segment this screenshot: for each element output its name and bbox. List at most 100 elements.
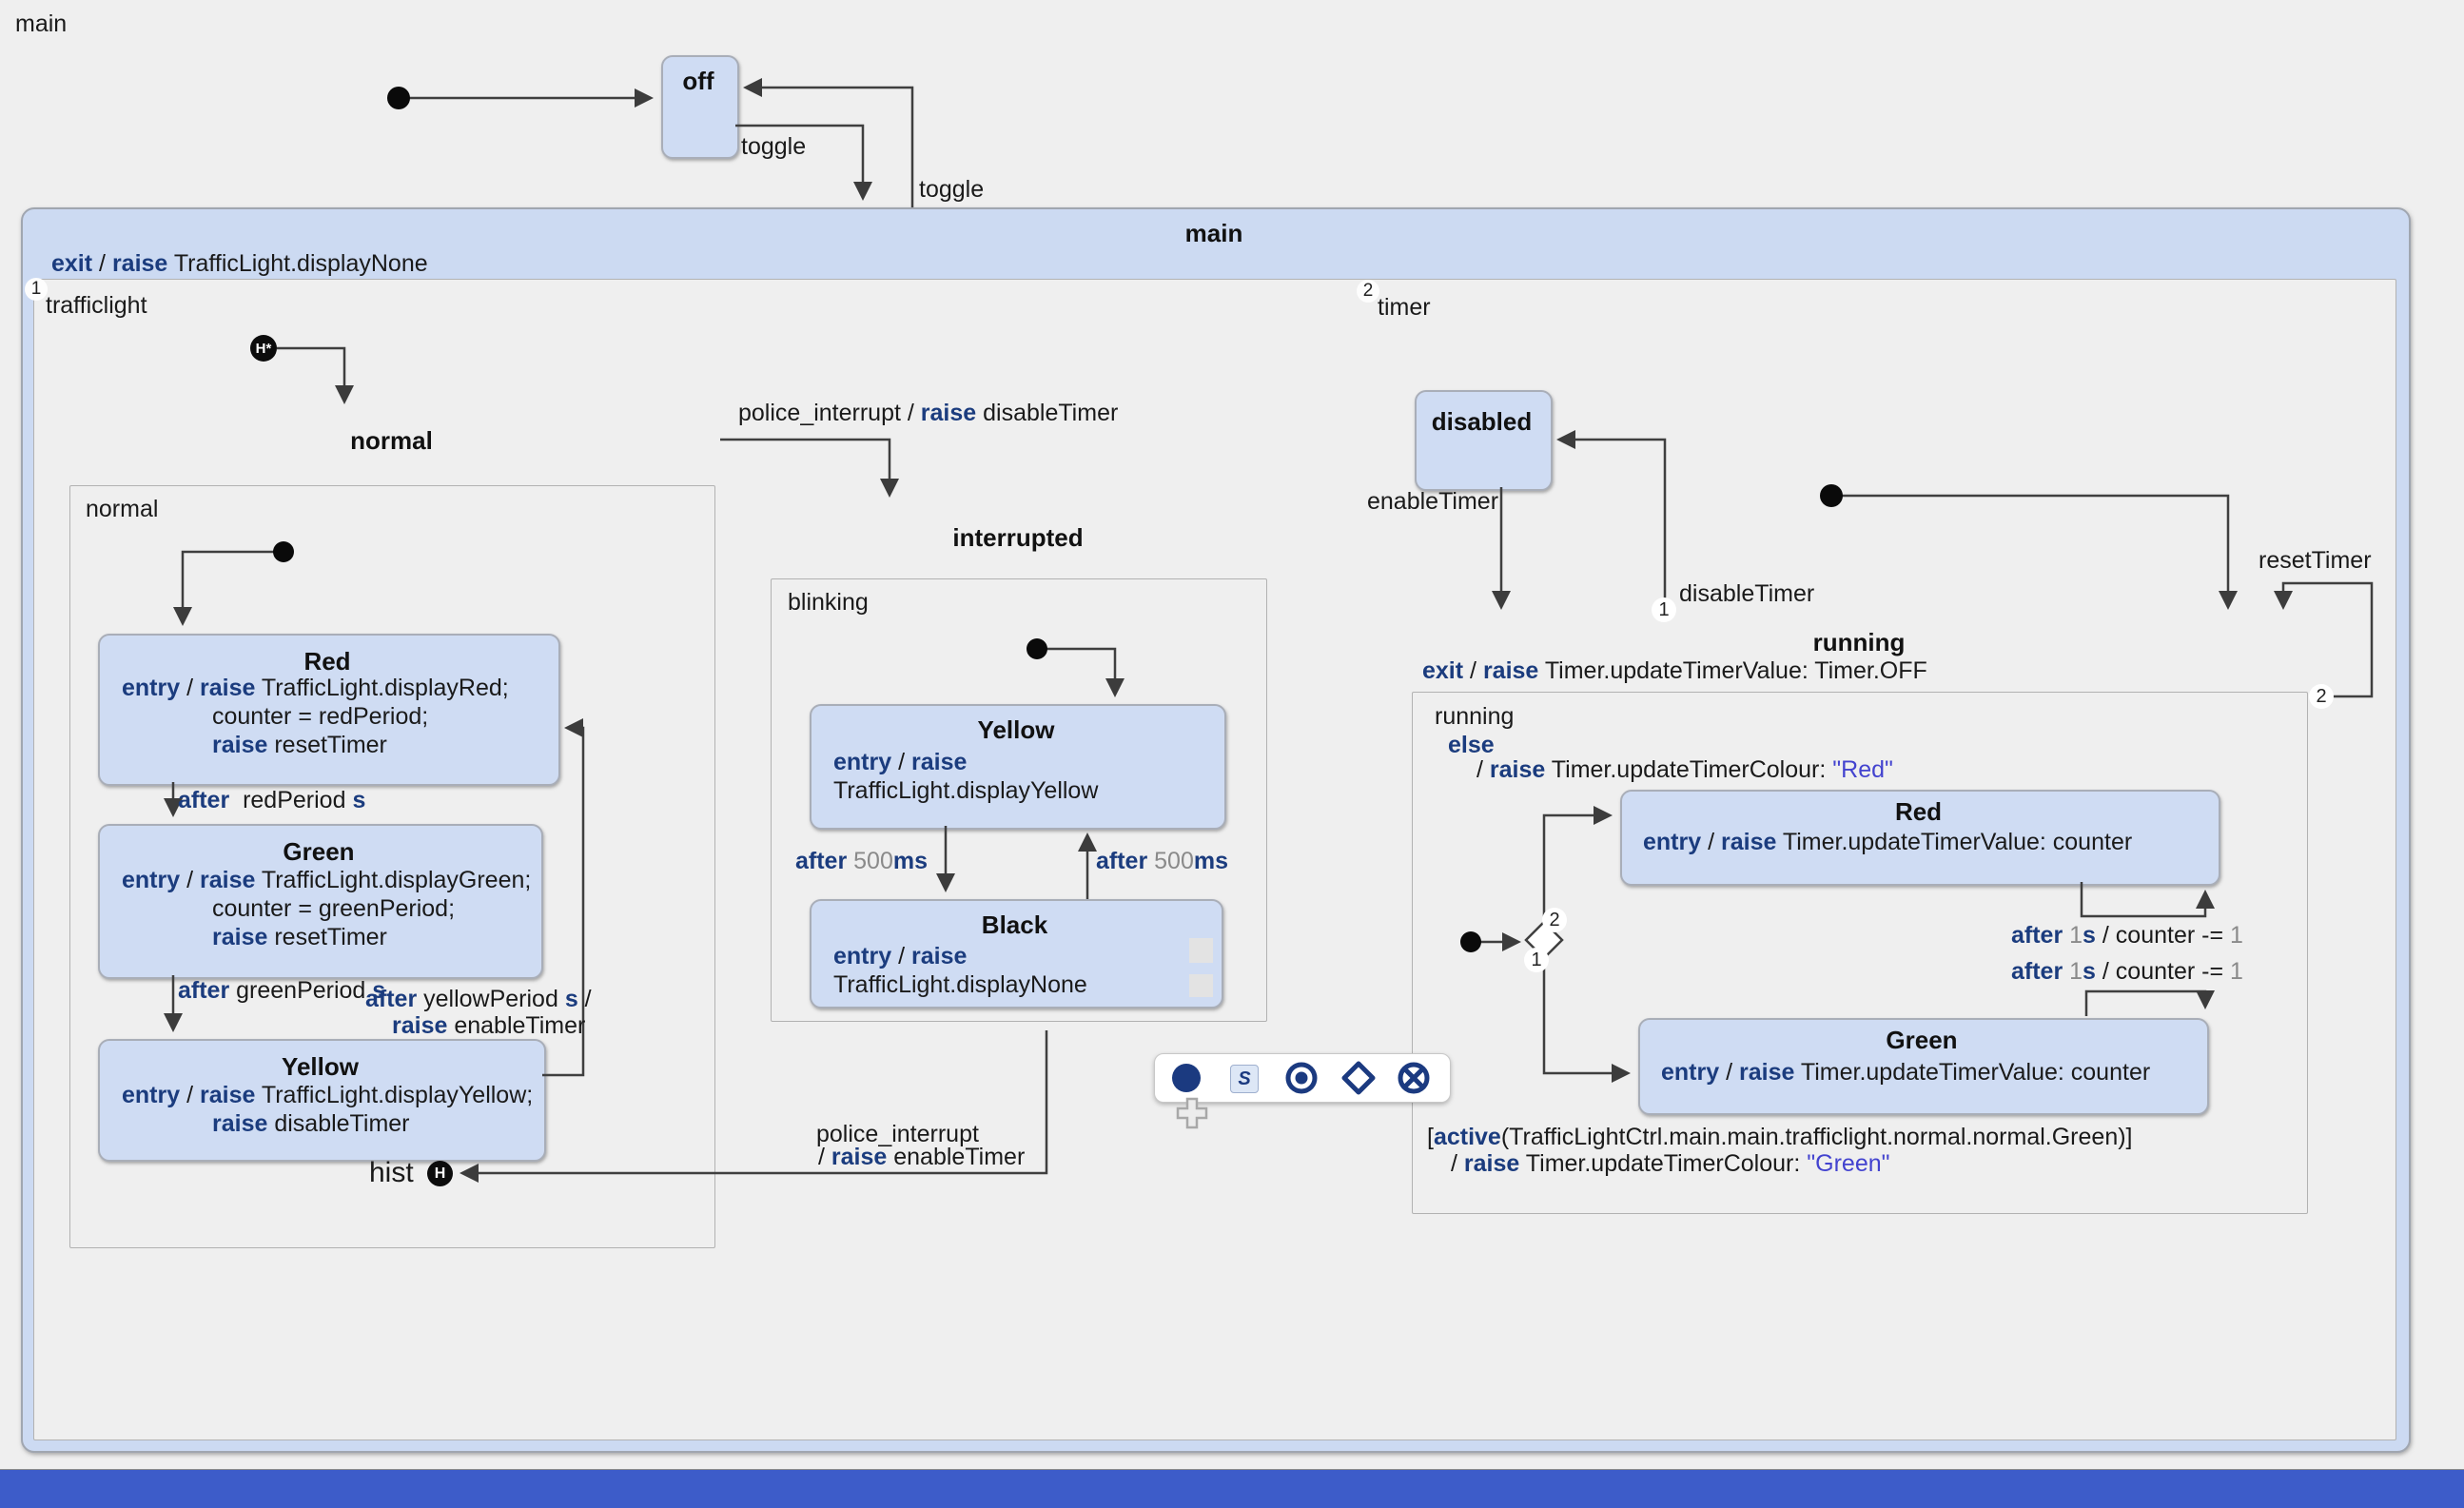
transition-label-after-redperiod[interactable]: after redPeriod s — [178, 787, 366, 813]
transition-label-else-action[interactable]: / raise Timer.updateTimerColour: "Red" — [1476, 756, 1893, 783]
transition-choice-to-red[interactable] — [1542, 806, 1613, 923]
state-green-trafficlight[interactable] — [98, 824, 543, 979]
transition-label-after1s-green[interactable]: after 1s / counter -= 1 — [2011, 958, 2243, 985]
state-green-line3: raise resetTimer — [212, 924, 387, 950]
transition-off-to-main-toggle[interactable] — [735, 124, 872, 201]
region-timer-label[interactable]: timer — [1378, 294, 1431, 321]
transition-label-toggle-1[interactable]: toggle — [741, 133, 807, 160]
transition-resettimer-selfloop[interactable] — [2274, 581, 2374, 698]
selection-handle[interactable] — [1189, 938, 1213, 963]
state-yellow-trafficlight[interactable] — [98, 1039, 546, 1162]
state-green-title: Green — [283, 837, 355, 866]
state-normal-title: normal — [350, 426, 433, 455]
palette-icons — [1172, 1061, 1430, 1095]
bottom-bar — [0, 1469, 2464, 1508]
state-red-entry-line: entry / raise TrafficLight.displayRed; — [122, 675, 509, 701]
deep-history-node[interactable]: H* — [250, 335, 277, 362]
region-2-number-badge: 2 — [1357, 280, 1379, 303]
state-off-title: off — [682, 67, 714, 95]
state-red-running[interactable] — [1620, 790, 2220, 886]
state-yellow-title: Yellow — [282, 1052, 359, 1081]
transition-label-active-guard[interactable]: [active(TrafficLightCtrl.main.main.traff… — [1427, 1124, 2133, 1150]
diagram-title: main — [15, 10, 68, 37]
transition-interrupted-to-hist[interactable] — [460, 1030, 1048, 1183]
transition-label-resettimer[interactable]: resetTimer — [2259, 547, 2372, 574]
transition-label-active-action[interactable]: / raise Timer.updateTimerColour: "Green" — [1451, 1150, 1890, 1177]
transition-label-toggle-2[interactable]: toggle — [919, 176, 985, 203]
transition-label-police-disabletimer[interactable]: police_interrupt / raise disableTimer — [738, 400, 1119, 426]
transition-normal-to-interrupted[interactable] — [720, 438, 899, 498]
transition-label-after1s-red[interactable]: after 1s / counter -= 1 — [2011, 922, 2243, 949]
state-black-blinking[interactable] — [810, 899, 1223, 1009]
tool-palette[interactable]: S — [1154, 1053, 1451, 1103]
selection-handle[interactable] — [1189, 974, 1213, 997]
state-red-line2: counter = redPeriod; — [212, 703, 429, 730]
state-disabled[interactable] — [1415, 390, 1553, 491]
transition-label-police-enabletimer-2[interactable]: / raise enableTimer — [818, 1144, 1026, 1170]
state-yellow-blinking-entry: entry / raise — [833, 749, 968, 775]
state-running-title: running — [1812, 628, 1906, 656]
transition-initial-to-running[interactable] — [1831, 494, 2238, 610]
transition-yellow-to-red[interactable] — [542, 718, 585, 1077]
transition-label-police-enabletimer-1[interactable]: police_interrupt — [816, 1121, 979, 1147]
region-running-label[interactable]: running — [1435, 703, 1515, 730]
state-red-title: Red — [303, 647, 351, 676]
transition-choice-to-green[interactable] — [1542, 957, 1631, 1083]
transition-label-after500-right[interactable]: after 500ms — [1096, 848, 1228, 874]
state-red-line3: raise resetTimer — [212, 732, 387, 758]
state-disabled-title: disabled — [1431, 407, 1533, 436]
initial-state-normal[interactable] — [273, 541, 294, 562]
region-normal-label[interactable]: normal — [86, 496, 159, 522]
state-yellow-entry-line: entry / raise TrafficLight.displayYellow… — [122, 1082, 534, 1108]
transition-label-after500-left[interactable]: after 500ms — [795, 848, 928, 874]
state-green-line2: counter = greenPeriod; — [212, 895, 456, 922]
final-state-icon[interactable] — [1285, 1062, 1318, 1094]
priority-badge-resettimer: 2 — [2309, 684, 2334, 709]
transition-red-running-selfloop[interactable] — [2080, 882, 2215, 918]
transition-label-after-greenperiod[interactable]: after greenPeriod s — [178, 977, 386, 1004]
main-exit-action[interactable]: exit / raise TrafficLight.displayNone — [51, 250, 428, 277]
state-green-running-entry: entry / raise Timer.updateTimerValue: co… — [1661, 1059, 2151, 1086]
transition-label-else[interactable]: else — [1448, 732, 1495, 758]
priority-badge-choice-2: 2 — [1542, 908, 1567, 932]
initial-state-icon[interactable] — [1172, 1064, 1201, 1092]
initial-state-top[interactable] — [387, 87, 410, 109]
transition-initial-to-yellow-blinking[interactable] — [1037, 647, 1124, 697]
region-trafficlight-label[interactable]: trafficlight — [46, 292, 147, 319]
state-green-entry-line: entry / raise TrafficLight.displayGreen; — [122, 867, 532, 893]
state-red-trafficlight[interactable] — [98, 634, 560, 786]
history-hist-label[interactable]: hist — [369, 1157, 414, 1188]
running-exit-action[interactable]: exit / raise Timer.updateTimerValue: Tim… — [1422, 657, 1927, 684]
transition-initial-to-red[interactable] — [173, 550, 284, 626]
initial-state-timer[interactable] — [1820, 484, 1843, 507]
state-red-running-title: Red — [1894, 797, 1943, 826]
state-black-title: Black — [981, 911, 1048, 939]
region-blinking-label[interactable]: blinking — [788, 589, 869, 616]
placement-cursor-icon — [1176, 1097, 1208, 1129]
transition-running-to-disabled[interactable] — [1556, 430, 1667, 617]
state-off[interactable] — [661, 55, 739, 159]
shallow-history-node[interactable]: H — [427, 1161, 453, 1186]
priority-badge-disabletimer: 1 — [1652, 597, 1676, 622]
transition-label-after-yellowperiod[interactable]: after yellowPeriod s / — [365, 986, 592, 1012]
state-main-title: main — [1184, 219, 1243, 247]
state-yellow-blinking[interactable] — [810, 704, 1226, 830]
transition-history-to-normal[interactable] — [277, 346, 354, 404]
state-red-running-entry: entry / raise Timer.updateTimerValue: co… — [1643, 829, 2133, 855]
transition-label-disabletimer[interactable]: disableTimer — [1679, 580, 1815, 607]
state-black-entry: entry / raise — [833, 943, 968, 969]
transition-label-enabletimer[interactable]: enableTimer — [1367, 488, 1499, 515]
state-black-action: TrafficLight.displayNone — [833, 971, 1087, 998]
state-green-running[interactable] — [1638, 1018, 2209, 1115]
transition-main-to-off-toggle[interactable] — [743, 78, 914, 207]
transition-label-raise-enabletimer[interactable]: raise enableTimer — [392, 1012, 586, 1039]
initial-state-blinking[interactable] — [1027, 638, 1047, 659]
transition-green-running-selfloop[interactable] — [2084, 989, 2215, 1016]
state-yellow-blinking-title: Yellow — [977, 715, 1055, 744]
initial-state-running[interactable] — [1460, 931, 1481, 952]
shallow-history-icon[interactable]: S — [1230, 1065, 1259, 1093]
choice-icon[interactable] — [1341, 1061, 1376, 1095]
exit-point-icon[interactable] — [1398, 1062, 1430, 1094]
priority-badge-choice-1: 1 — [1524, 948, 1549, 972]
